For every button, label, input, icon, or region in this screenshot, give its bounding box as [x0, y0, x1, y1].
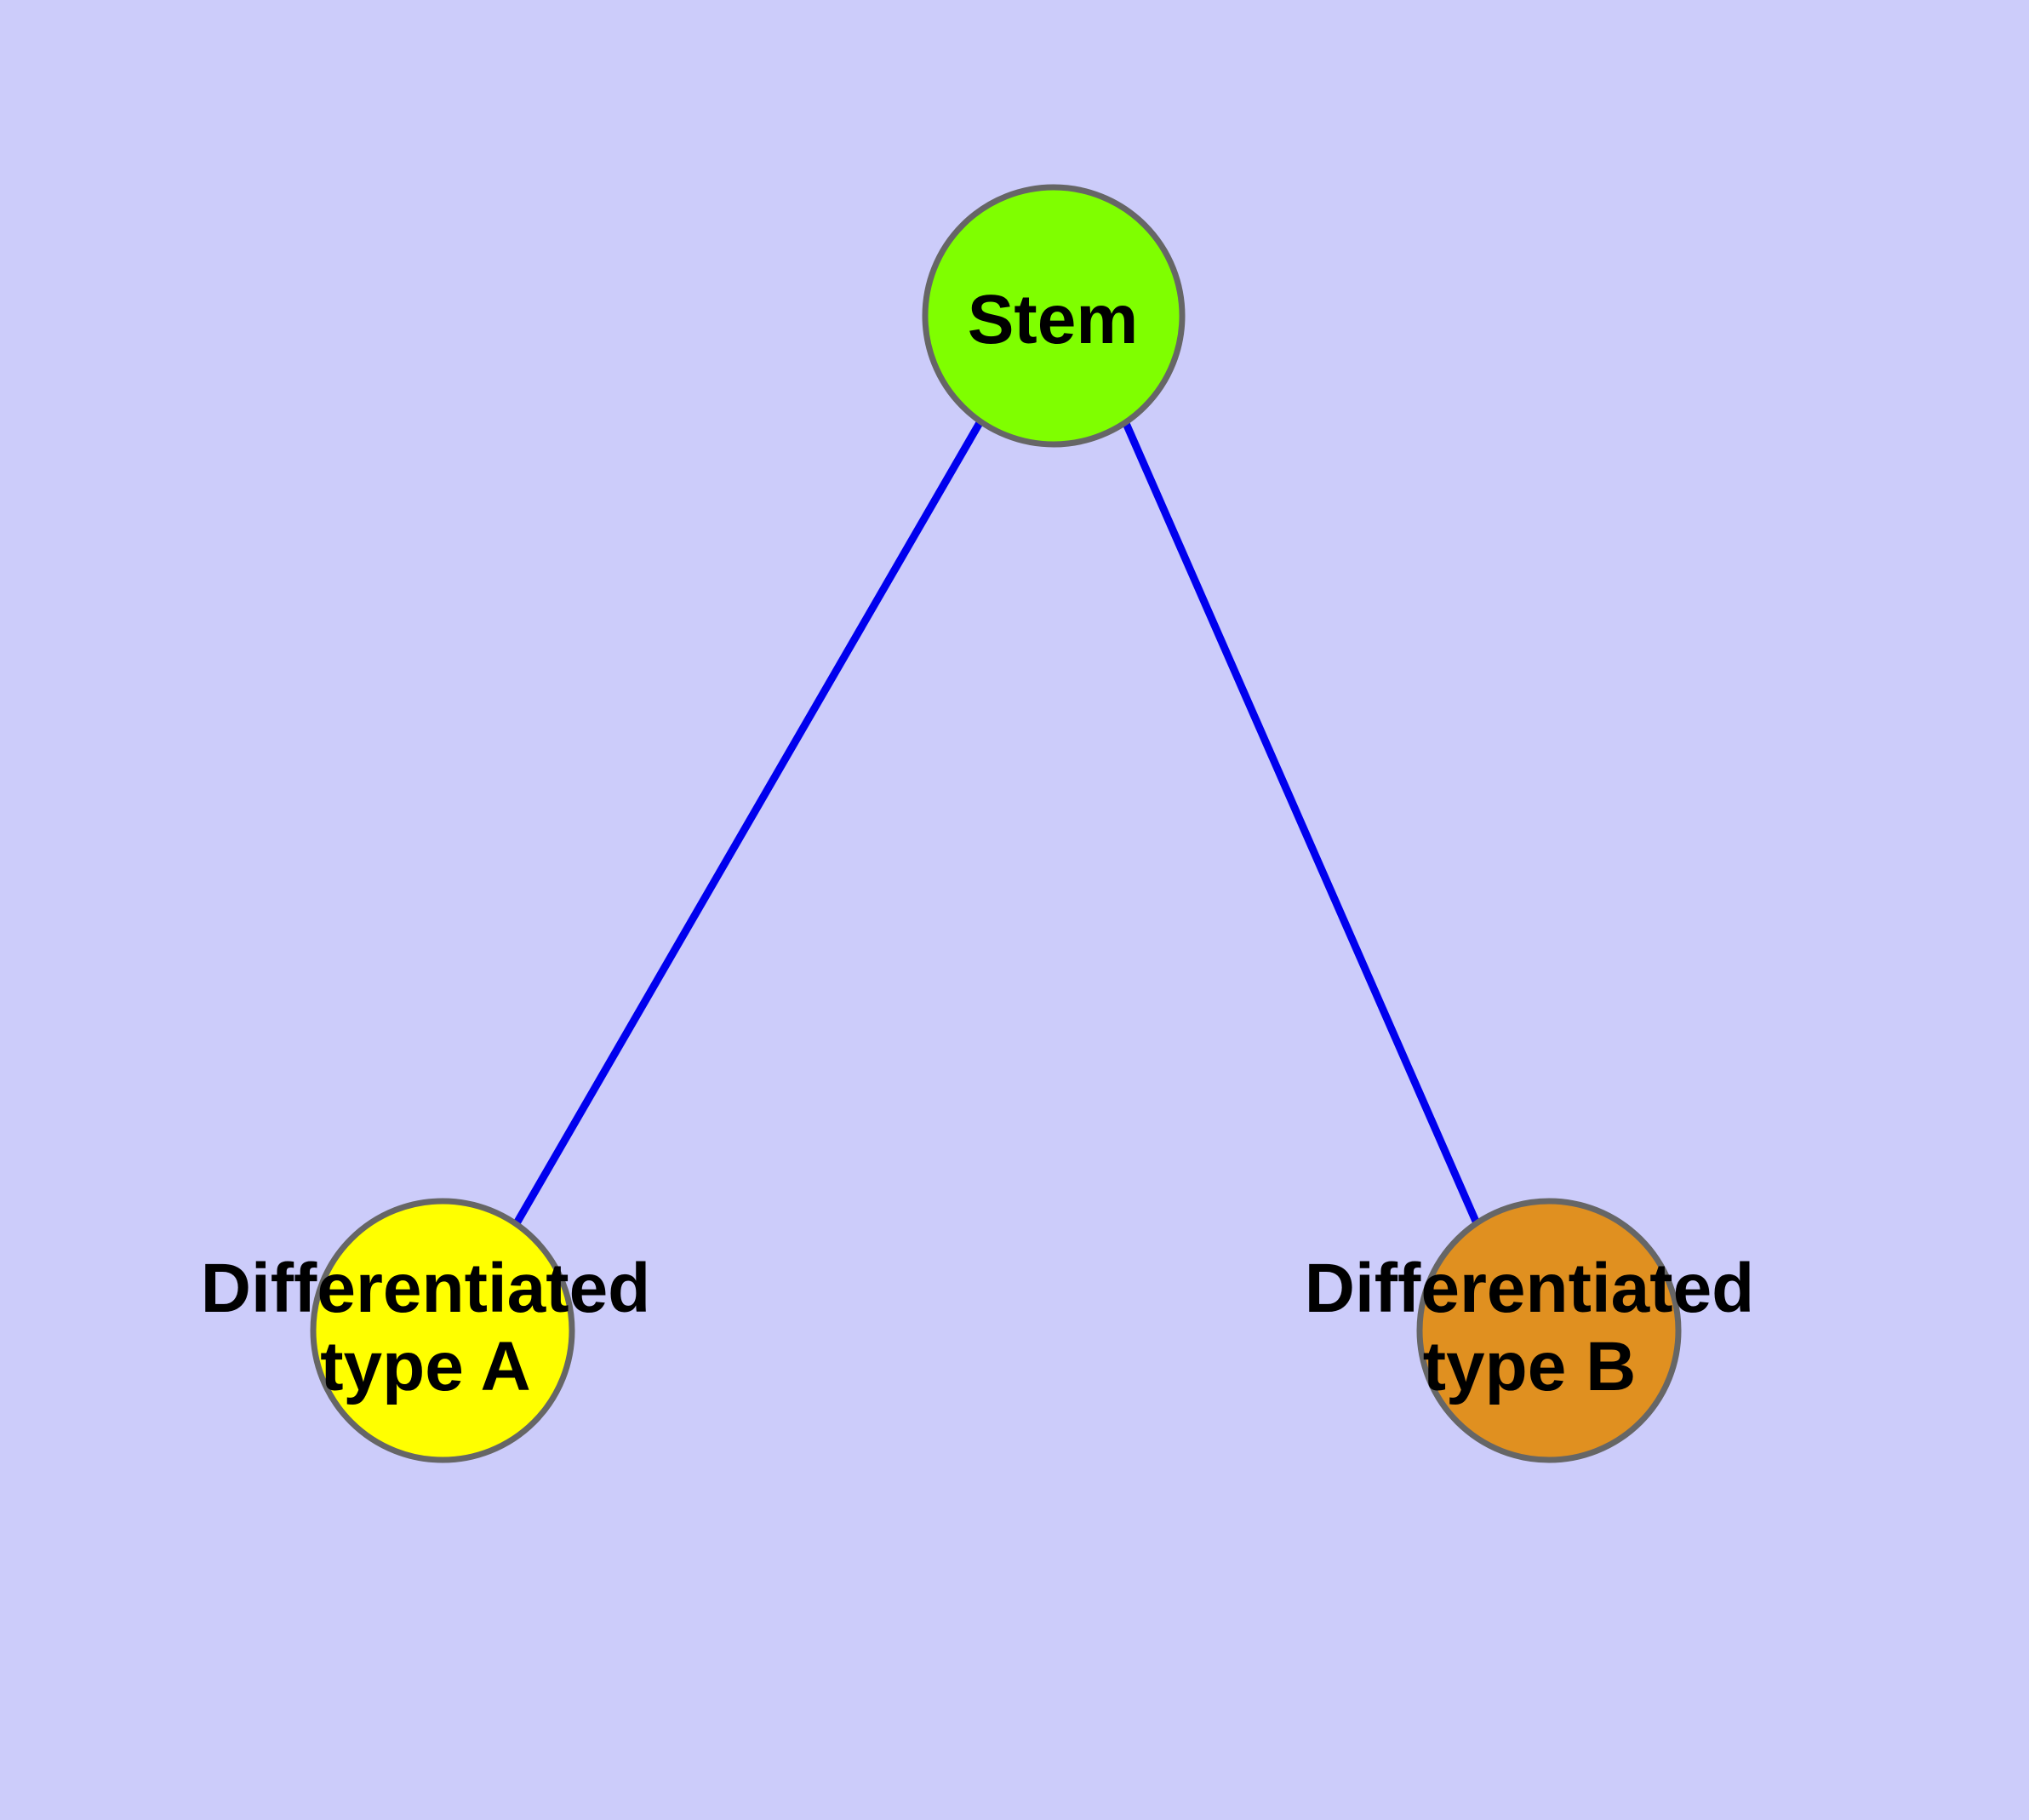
node-diff-a[interactable]: [310, 1198, 575, 1463]
edge-stem-to-diff-a[interactable]: [513, 419, 984, 1226]
edge-layer: [513, 419, 1481, 1226]
node-layer: [310, 184, 1682, 1463]
node-stem[interactable]: [922, 184, 1186, 448]
node-diff-b[interactable]: [1416, 1198, 1682, 1463]
edge-stem-to-diff-b[interactable]: [1121, 420, 1481, 1225]
